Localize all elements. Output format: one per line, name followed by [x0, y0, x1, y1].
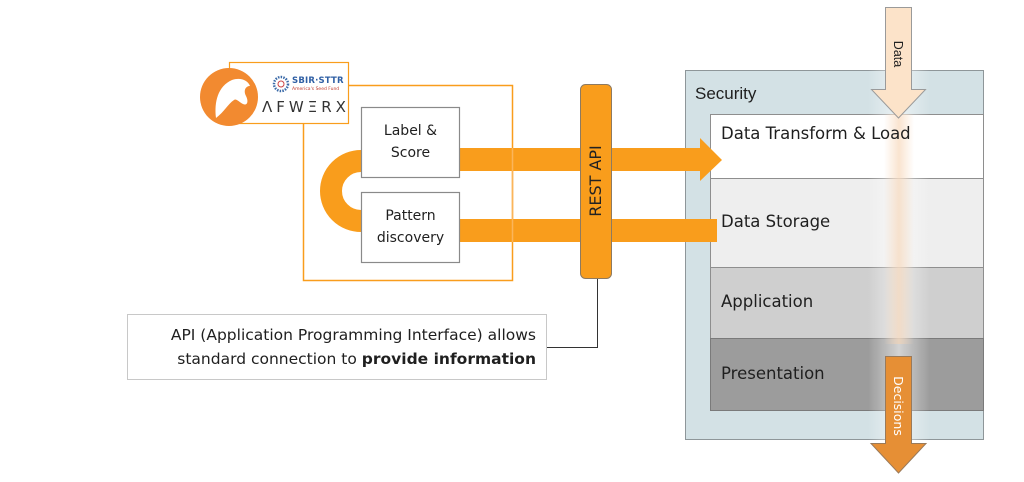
layer-data-transform	[710, 114, 984, 179]
sbir-sunburst-icon	[272, 75, 290, 93]
layer-presentation-label: Presentation	[721, 364, 825, 383]
api-callout-line2: standard connection to provide informati…	[171, 347, 536, 371]
pattern-discovery-box[interactable]	[360, 191, 461, 264]
rest-api-label: REST API	[586, 145, 605, 217]
api-callout-emphasis: provide information	[361, 350, 536, 368]
data-flow-glow-warm	[884, 114, 914, 344]
data-arrow	[870, 7, 927, 119]
data-arrow-label: Data	[891, 40, 905, 68]
label-score-line1: Label &	[383, 123, 438, 139]
api-callout-text: API (Application Programming Interface) …	[171, 323, 536, 371]
feedback-loop	[320, 150, 362, 232]
sbir-title: SBIR·STTR	[292, 76, 344, 86]
rest-api-bar[interactable]	[580, 84, 612, 279]
layer-data-storage	[710, 178, 984, 268]
pattern-discovery-line1: Pattern	[385, 208, 436, 224]
security-title: Security	[695, 84, 757, 103]
layer-presentation	[710, 338, 984, 411]
label-score-box[interactable]	[360, 106, 461, 179]
pattern-discovery-label: Pattern discovery	[362, 205, 459, 249]
layer-data-transform-label: Data Transform & Load	[721, 124, 911, 143]
decisions-arrow	[869, 356, 928, 474]
afwerx-wordmark: ΛFWΞRX	[262, 98, 350, 116]
label-score-line2: Score	[390, 145, 431, 161]
layer-application-label: Application	[721, 292, 814, 311]
pattern-discovery-line2: discovery	[376, 230, 445, 246]
label-score-label: Label & Score	[362, 120, 459, 164]
afwerx-eagle-icon	[215, 78, 250, 118]
layer-data-storage-label: Data Storage	[721, 212, 831, 231]
callout-connector	[547, 279, 598, 348]
sbir-subtitle: America's Seed Fund	[292, 87, 340, 92]
decisions-arrow-label: Decisions	[891, 376, 906, 436]
api-callout-line2-prefix: standard connection to	[177, 350, 362, 368]
api-callout-line1: API (Application Programming Interface) …	[170, 326, 536, 344]
layer-application	[710, 267, 984, 339]
api-callout: API (Application Programming Interface) …	[127, 314, 547, 380]
